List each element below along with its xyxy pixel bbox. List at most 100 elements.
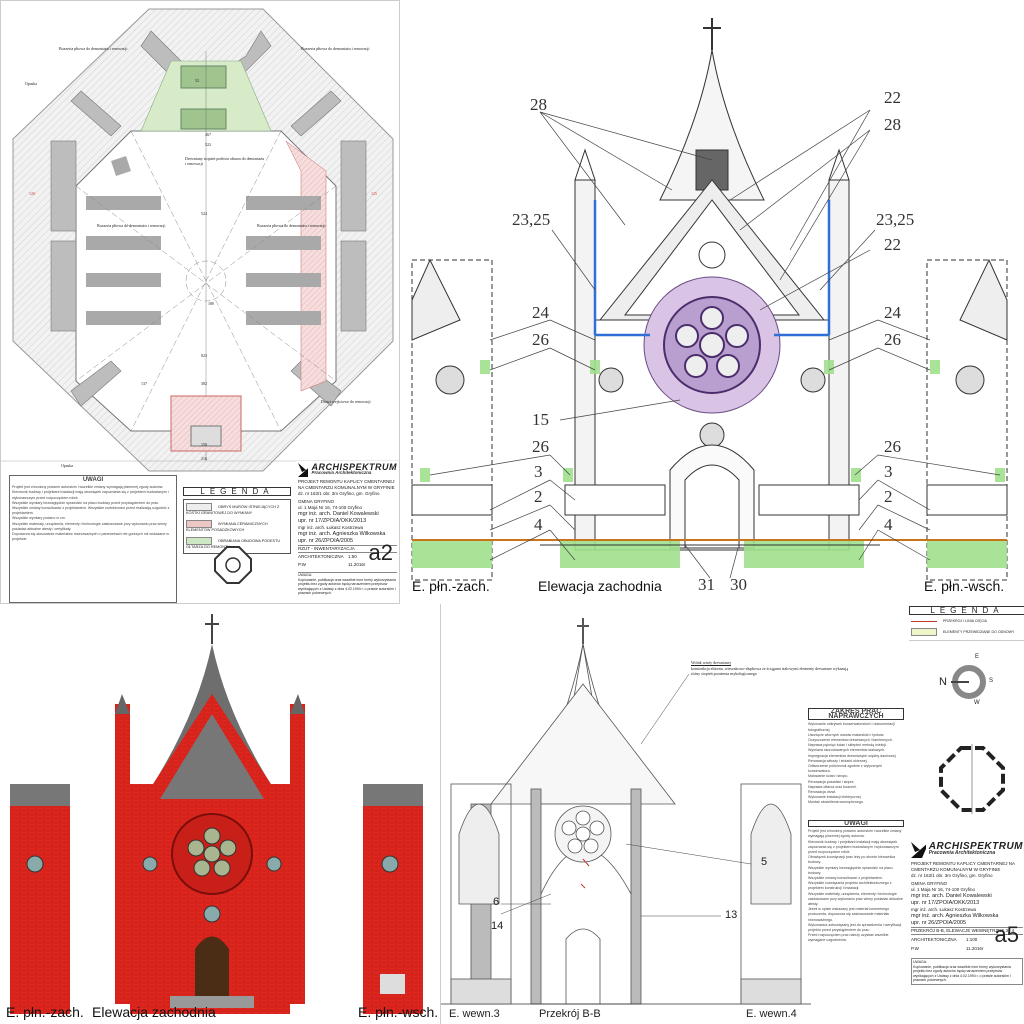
scope-item: Naprawa ołtarza oraz boazerii. — [808, 784, 857, 789]
remark-title: UWAGA: — [298, 573, 313, 577]
callout-22: 22 — [884, 235, 901, 254]
dim-label: 524 — [201, 211, 207, 216]
logo-subtitle: Pracownia Architektoniczna — [928, 850, 996, 856]
branch: ARCHITEKTONICZNA — [911, 937, 957, 942]
designer-license: upr. nr 17/ZPOIA/OKK/2013 — [911, 900, 980, 906]
color-elevation-render — [10, 614, 423, 1014]
key-plan-icon — [939, 744, 1005, 814]
callout-26: 26 — [884, 437, 901, 456]
note-item: Wszystkie wymiary bezwzględnie sprawdzić… — [12, 500, 160, 505]
note-item: Dopuszcza się stosowanie materiałów równ… — [12, 532, 169, 542]
label-boazeria-top-left: Boazeria płtowa do demontażu i renowacji — [59, 46, 128, 51]
callout-26: 26 — [884, 330, 901, 349]
compass-icon — [951, 665, 986, 699]
scope-title: ZAKRES PRAC NAPRAWCZYCH — [808, 708, 904, 721]
callout-24: 24 — [884, 303, 901, 322]
key-plan-icon — [214, 546, 252, 584]
callout-31: 31 — [698, 575, 715, 594]
legend: LEGENDA PRZEKROJ / LINIA CIĘCIA ELEMENTY… — [909, 606, 1024, 641]
remark-text: Kopiowanie, publikacja oraz wszelkie inn… — [298, 577, 396, 596]
compass-e: E — [975, 654, 980, 660]
scope-item: Wykonanie odkrywek konserwatorskich i do… — [808, 722, 895, 732]
note-item: Jeżeli w opisie wskazany jest materiał k… — [808, 907, 890, 922]
callout-22: 22 — [884, 88, 901, 107]
remark-title: UWAGA: — [913, 960, 928, 964]
logo-text: ARCHISPEKTRUM — [311, 462, 397, 472]
branch: ARCHITEKTONICZNA — [298, 554, 344, 559]
note-item: Wszystkie materiały, urządzenia, element… — [12, 521, 167, 531]
dim-label: 125 — [371, 191, 377, 196]
date: 11.2016r — [966, 946, 984, 951]
label-podest: Drewniany stopień podestu ołtarza do dem… — [185, 156, 265, 166]
legend-label: OBRABIANA OBUDOWA PODESTU OŁTARZA DO REM… — [186, 539, 281, 549]
caption-nw-elevation: E. płn.-zach. — [6, 1004, 84, 1020]
callout-4: 4 — [534, 515, 543, 534]
note-item: Kierownik budowy i projektant instalacji… — [12, 490, 169, 500]
callout-24: 24 — [532, 303, 549, 322]
legend-title: LEGENDA — [183, 487, 291, 496]
investor-address: ul. 1 Maja Nr 16, 74-100 Gryfino — [298, 505, 363, 510]
logo-text: ARCHISPEKTRUM — [928, 841, 1023, 852]
section-sheet: Wolnk wieży drewnianej konstrukcja zbior… — [440, 604, 1024, 1024]
drawing-title: RZUT - INWENTARYZACJA — [298, 545, 397, 552]
legend-label: PRZEKROJ / LINIA CIĘCIA — [943, 619, 987, 623]
dim-label: 52 — [195, 78, 199, 83]
dim-label: 382 — [201, 381, 207, 386]
legend-item: PRZEKROJ / LINIA CIĘCIA — [911, 619, 1023, 624]
compass-w: W — [974, 700, 980, 706]
note-item: Projekt jest chroniony prawem autorskim … — [808, 829, 902, 839]
compass-s: S — [989, 678, 994, 684]
designer: mgr inż. arch. Daniel Kowalewski — [298, 511, 379, 517]
investor-address: ul. 1 Maja Nr 16, 74-100 Gryfino — [911, 887, 976, 892]
scope-item: Wymiana skorodowanych elementów stalowyc… — [808, 748, 886, 753]
scope-of-work-panel: ZAKRES PRAC NAPRAWCZYCH Wykonanie odkryw… — [806, 706, 906, 816]
project-location: dz. nr 163/1 obr. 3m Gryfino, gm. Gryfin… — [298, 491, 380, 496]
project-name: PROJEKT REMONTU KAPLICY CMENTARNEJ NA CM… — [911, 861, 1015, 872]
caption-interior-elevation-4: E. wewn.4 — [746, 1008, 797, 1020]
label-drzwi: Drzwi wejściowe do renowacji — [321, 399, 371, 404]
dim-label: 467 — [205, 132, 211, 137]
notes-panel: UWAGI Projekt jest chroniony prawem auto… — [9, 475, 177, 603]
designer-license: upr. nr 17/ZPOIA/OKK/2013 — [298, 518, 367, 524]
dim-label: 120 — [29, 191, 35, 196]
callout-28: 28 — [884, 115, 901, 134]
legend-title: LEGENDA — [909, 606, 1024, 615]
scope-item: Montaż oświetlenia wewnętrznego. — [808, 800, 864, 805]
legend-swatch-hatch — [186, 503, 212, 511]
legend-swatch-green — [186, 537, 212, 545]
callout-28: 28 — [530, 95, 547, 114]
dim-label: 823 — [201, 353, 207, 358]
note-item: Kierownik budowy i projektant instalacji… — [808, 839, 899, 855]
scope-item: Wykonanie instalacji elektrycznej. — [808, 795, 862, 800]
note-item: Wszystkie materiały, urządzenia, element… — [808, 891, 903, 907]
project-location: dz. nr 163/1 obr. 3m Gryfino, gm. Gryfin… — [911, 873, 993, 878]
callout-13: 13 — [725, 909, 738, 921]
scope-item: Oczyszczenie elementów drewnianych i kam… — [808, 738, 893, 743]
caption-west-elevation: Elewacja zachodnia — [538, 578, 662, 594]
legend-item: OBRABIANA OBUDOWA PODESTU OŁTARZA DO REM… — [186, 537, 288, 550]
scope-item: Impregnacja elementów drewnianych więźby… — [808, 753, 897, 758]
scale: 1:100 — [966, 937, 978, 942]
date: 11.2016r — [348, 562, 366, 567]
archispektrum-logo-icon — [911, 842, 926, 858]
callout-23-25: 23,25 — [512, 210, 551, 229]
assistant: mgr inż. arch. Łukasz Kostrzewa — [298, 525, 364, 530]
caption-section-bb: Przekrój B-B — [539, 1008, 601, 1020]
checker: mgr inż. arch. Agnieszka Wilkowska — [298, 531, 386, 537]
note-item: Obowiązek koordynacji prac leży po stron… — [808, 855, 896, 865]
plan-sheet: Boazeria płtowa do demontażu i renowacji… — [0, 0, 400, 604]
legend-swatch-line — [911, 620, 937, 622]
callout-30: 30 — [730, 575, 747, 594]
callout-26: 26 — [532, 330, 549, 349]
caption-interior-elevation-3: E. wewn.3 — [449, 1008, 500, 1020]
callout-3: 3 — [884, 462, 893, 481]
caption-west-elevation: Elewacja zachodnia — [92, 1004, 216, 1020]
drawing-title: PRZEKRÓJ B-B, ELEWACJE WEWNĘTRZNE 3 i 4 — [911, 927, 1023, 934]
scope-item: Renowacja posadzki i stopni. — [808, 779, 855, 784]
investor: GMINA GRYFINO — [298, 499, 335, 504]
floor-plan-drawing — [1, 8, 399, 472]
note-item: Wykonawca zobowiązany jest do sprawdzeni… — [808, 922, 902, 933]
notes-panel: UWAGI Projekt jest chroniony prawem auto… — [806, 818, 906, 1022]
archispektrum-logo-icon — [298, 463, 309, 477]
